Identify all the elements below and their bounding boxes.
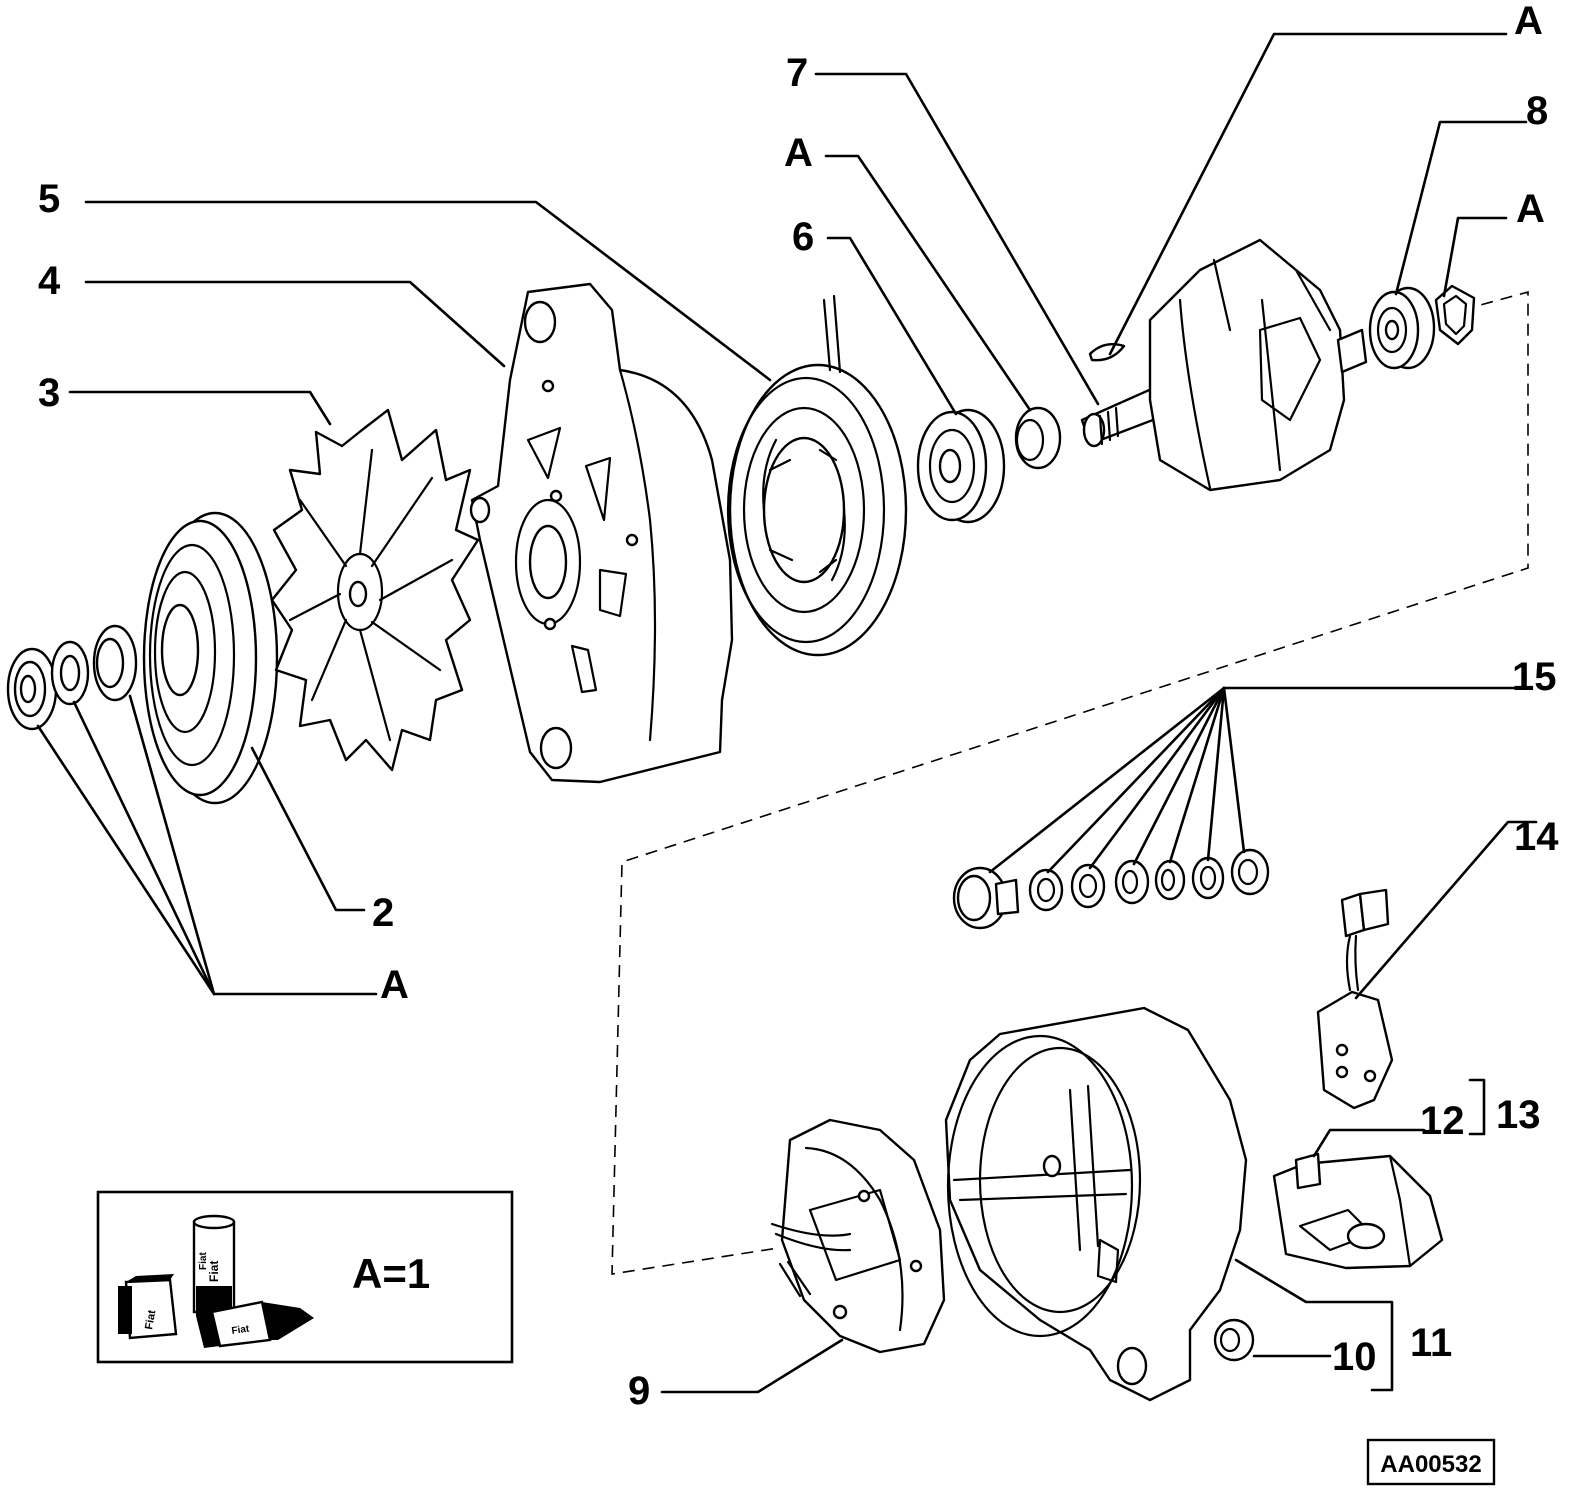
- leader-line-a-top: [1108, 32, 1508, 356]
- leader-line-8: [1394, 120, 1528, 296]
- leader-line-6: [826, 236, 958, 416]
- sealant-tube-icon: Fiat: [192, 1214, 236, 1316]
- callout-5: 5: [38, 177, 60, 221]
- leader-line-4: [84, 280, 506, 368]
- can-label-1: Fiat: [143, 1309, 158, 1331]
- callout-13: 13: [1496, 1093, 1541, 1137]
- pack-label: Fiat: [231, 1324, 251, 1337]
- callout-11: 11: [1410, 1321, 1452, 1365]
- callout-3: 3: [38, 371, 60, 415]
- leader-line-a-right: [1442, 216, 1508, 298]
- leader-lines-15: [988, 686, 1528, 874]
- legend-box: Fiat Fiat Fiat A=1 Fiat: [96, 1190, 514, 1364]
- callout-a-upper-mid: A: [784, 131, 813, 175]
- callout-15: 15: [1512, 655, 1557, 699]
- callout-a-top: A: [1514, 0, 1543, 43]
- callout-8: 8: [1526, 89, 1548, 133]
- leader-line-3: [68, 390, 332, 426]
- leader-line-7: [814, 72, 1100, 406]
- callout-14: 14: [1514, 815, 1559, 859]
- reference-code: AA00532: [1380, 1451, 1481, 1478]
- leader-lines-a-bottom-left: [36, 694, 378, 996]
- ring-part: [1014, 406, 1062, 470]
- brush-connector-part: [1316, 888, 1394, 1110]
- rotor-part: [1080, 238, 1368, 492]
- leader-line-11: [1234, 1258, 1394, 1392]
- leader-line-a-upper-mid: [824, 154, 1032, 412]
- sealant-pack-icon: Fiat: [196, 1300, 314, 1348]
- bush-part: [1213, 1318, 1255, 1362]
- leader-line-13: [1468, 1078, 1486, 1136]
- leader-line-14: [1354, 820, 1538, 1000]
- rear-end-frame-part: [944, 1006, 1248, 1402]
- shim-part: [1434, 284, 1476, 346]
- stator-part: [726, 294, 908, 657]
- callout-a-right: A: [1516, 187, 1545, 231]
- front-end-frame-part: [469, 282, 734, 784]
- callout-9: 9: [628, 1369, 650, 1413]
- tube-label: Fiat: [207, 1261, 221, 1282]
- rear-bearing-part: [1368, 286, 1436, 370]
- leader-line-2: [250, 746, 366, 912]
- callout-a-bottom-left: A: [380, 963, 409, 1007]
- nut-washer-spacer-set: [6, 624, 138, 731]
- sealant-can-icon: Fiat: [118, 1274, 178, 1340]
- callout-6: 6: [792, 215, 814, 259]
- front-bearing-part: [916, 408, 1006, 524]
- callout-10: 10: [1332, 1335, 1377, 1379]
- leader-lines: [36, 32, 1538, 1394]
- leader-line-12: [1312, 1128, 1426, 1158]
- leader-line-5: [84, 200, 772, 382]
- pulley-part: [142, 511, 279, 805]
- callout-12: 12: [1420, 1099, 1465, 1143]
- callout-4: 4: [38, 259, 61, 303]
- diode-plate-part: [770, 1118, 946, 1354]
- callout-2: 2: [372, 891, 394, 935]
- legend-formula: A=1: [352, 1250, 430, 1297]
- dashed-region-outline: [611, 290, 1529, 1275]
- callout-7: 7: [786, 51, 808, 95]
- leader-line-9: [660, 1338, 844, 1394]
- fan-part: [270, 408, 480, 772]
- regulator-part: [1272, 1152, 1444, 1270]
- reference-code-box: AA00532: [1366, 1438, 1496, 1486]
- can-label-2: Fiat: [198, 1252, 209, 1270]
- key-part: [1088, 343, 1126, 362]
